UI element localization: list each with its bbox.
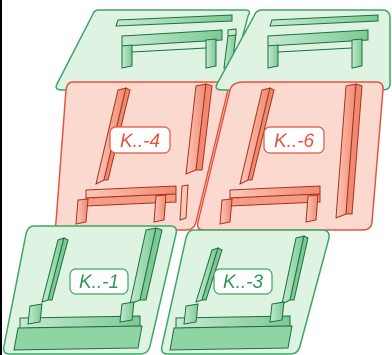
left-middle-parts bbox=[75, 83, 213, 225]
label-k4: K..-4 bbox=[120, 131, 160, 152]
label-box-k4 bbox=[109, 126, 171, 154]
right-bottom-parts bbox=[169, 235, 309, 351]
left-top-parts bbox=[115, 14, 237, 69]
right-top-parts bbox=[267, 14, 379, 69]
label-box-k3 bbox=[213, 268, 273, 295]
label-k6: K..-6 bbox=[274, 131, 315, 152]
label-box-k6 bbox=[263, 126, 325, 154]
label-k3: K..-3 bbox=[223, 272, 264, 293]
right-middle-parts bbox=[219, 83, 363, 225]
label-box-k1 bbox=[69, 268, 129, 295]
label-k1: K..-1 bbox=[79, 272, 119, 293]
left-border-line bbox=[0, 0, 2, 355]
left-bottom-parts bbox=[13, 227, 163, 351]
